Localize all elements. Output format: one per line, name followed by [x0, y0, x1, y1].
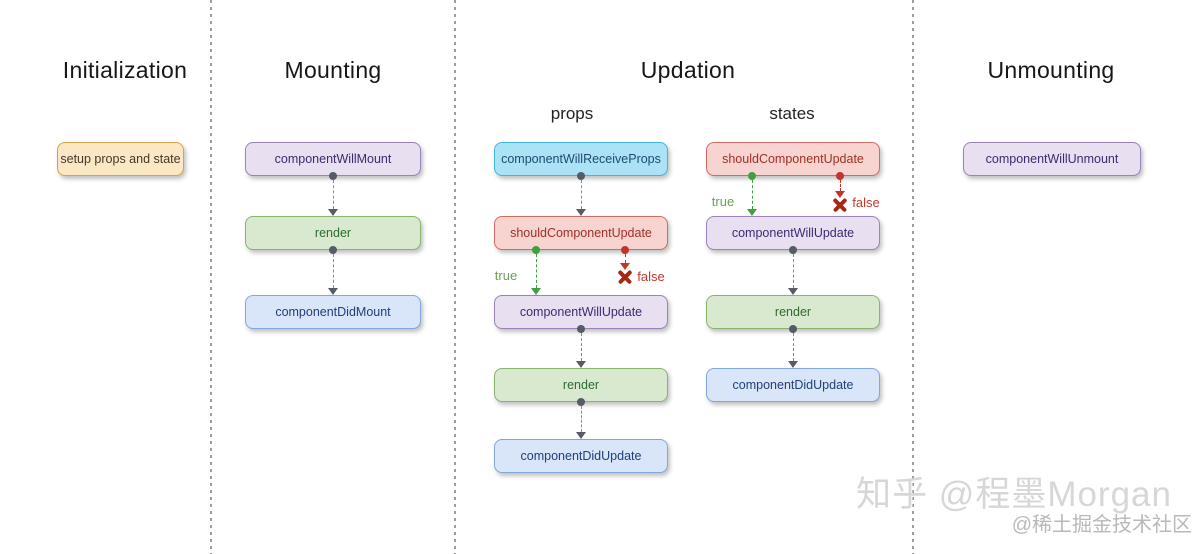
flow-arrow-willmount-render	[328, 172, 338, 216]
node-setup-props-and-state: setup props and state	[57, 142, 184, 176]
watermark-zhihu: 知乎 @程墨Morgan	[856, 475, 1172, 514]
flow-arrow-true-states	[747, 172, 757, 216]
flow-arrow-receiveprops-shouldupdate	[576, 172, 586, 216]
connector-line	[535, 254, 537, 288]
arrowhead-down-icon	[788, 288, 798, 295]
flow-arrow-false-states	[835, 172, 845, 212]
arrowhead-down-icon	[620, 263, 630, 270]
node-render-mounting: render	[245, 216, 421, 250]
connector-dot	[836, 172, 844, 180]
arrowhead-down-icon	[576, 432, 586, 439]
title-unmounting: Unmounting	[987, 57, 1115, 83]
node-render-states: render	[706, 295, 880, 329]
arrowhead-down-icon	[328, 209, 338, 216]
connector-line	[580, 180, 582, 209]
node-componentDidUpdate-states: componentDidUpdate	[706, 368, 880, 402]
connector-dot	[748, 172, 756, 180]
arrowhead-down-icon	[835, 191, 845, 198]
node-componentWillUnmount: componentWillUnmount	[963, 142, 1141, 176]
node-componentWillUpdate-states: componentWillUpdate	[706, 216, 880, 250]
node-componentWillUpdate-props: componentWillUpdate	[494, 295, 668, 329]
flow-arrow-render-didupdate-states	[788, 325, 798, 368]
connector-line	[792, 254, 794, 288]
connector-line	[839, 180, 841, 191]
node-componentWillMount: componentWillMount	[245, 142, 421, 176]
flow-arrow-render-didupdate-props	[576, 398, 586, 439]
arrowhead-down-icon	[531, 288, 541, 295]
connector-dot	[789, 246, 797, 254]
connector-line	[751, 180, 753, 209]
arrowhead-down-icon	[328, 288, 338, 295]
connector-dot	[577, 398, 585, 406]
node-shouldComponentUpdate-props: shouldComponentUpdate	[494, 216, 668, 250]
node-render-props: render	[494, 368, 668, 402]
arrowhead-down-icon	[576, 209, 586, 216]
connector-dot	[789, 325, 797, 333]
node-shouldComponentUpdate-states: shouldComponentUpdate	[706, 142, 880, 176]
node-componentDidUpdate-props: componentDidUpdate	[494, 439, 668, 473]
arrowhead-down-icon	[788, 361, 798, 368]
node-componentWillReceiveProps: componentWillReceiveProps	[494, 142, 668, 176]
column-separator	[912, 0, 914, 554]
title-updation: Updation	[640, 57, 736, 83]
sublabel-states: states	[769, 104, 815, 123]
connector-line	[332, 254, 334, 288]
connector-dot	[577, 325, 585, 333]
connector-line	[580, 333, 582, 361]
arrowhead-down-icon	[747, 209, 757, 216]
column-separator	[454, 0, 456, 554]
node-componentDidMount: componentDidMount	[245, 295, 421, 329]
flow-arrow-willupdate-render-states	[788, 246, 798, 295]
watermark-juejin: @稀土掘金技术社区	[1011, 514, 1192, 536]
title-mounting: Mounting	[284, 57, 382, 83]
column-separator	[210, 0, 212, 554]
connector-line	[624, 254, 626, 263]
flow-arrow-render-didmount	[328, 246, 338, 295]
title-initialization: Initialization	[62, 57, 188, 83]
connector-dot	[621, 246, 629, 254]
branch-label-false-props: false	[637, 269, 665, 284]
connector-dot	[329, 172, 337, 180]
flow-arrow-false-props	[620, 246, 630, 284]
flow-arrow-willupdate-render-props	[576, 325, 586, 368]
connector-dot	[329, 246, 337, 254]
flow-arrow-true-props	[531, 246, 541, 295]
connector-dot	[532, 246, 540, 254]
connector-dot	[577, 172, 585, 180]
arrowhead-down-icon	[576, 361, 586, 368]
branch-label-false-states: false	[852, 195, 880, 210]
connector-line	[580, 406, 582, 432]
sublabel-props: props	[550, 104, 594, 123]
connector-line	[332, 180, 334, 209]
branch-label-true-props: true	[494, 268, 518, 283]
connector-line	[792, 333, 794, 361]
branch-label-true-states: true	[711, 194, 735, 209]
